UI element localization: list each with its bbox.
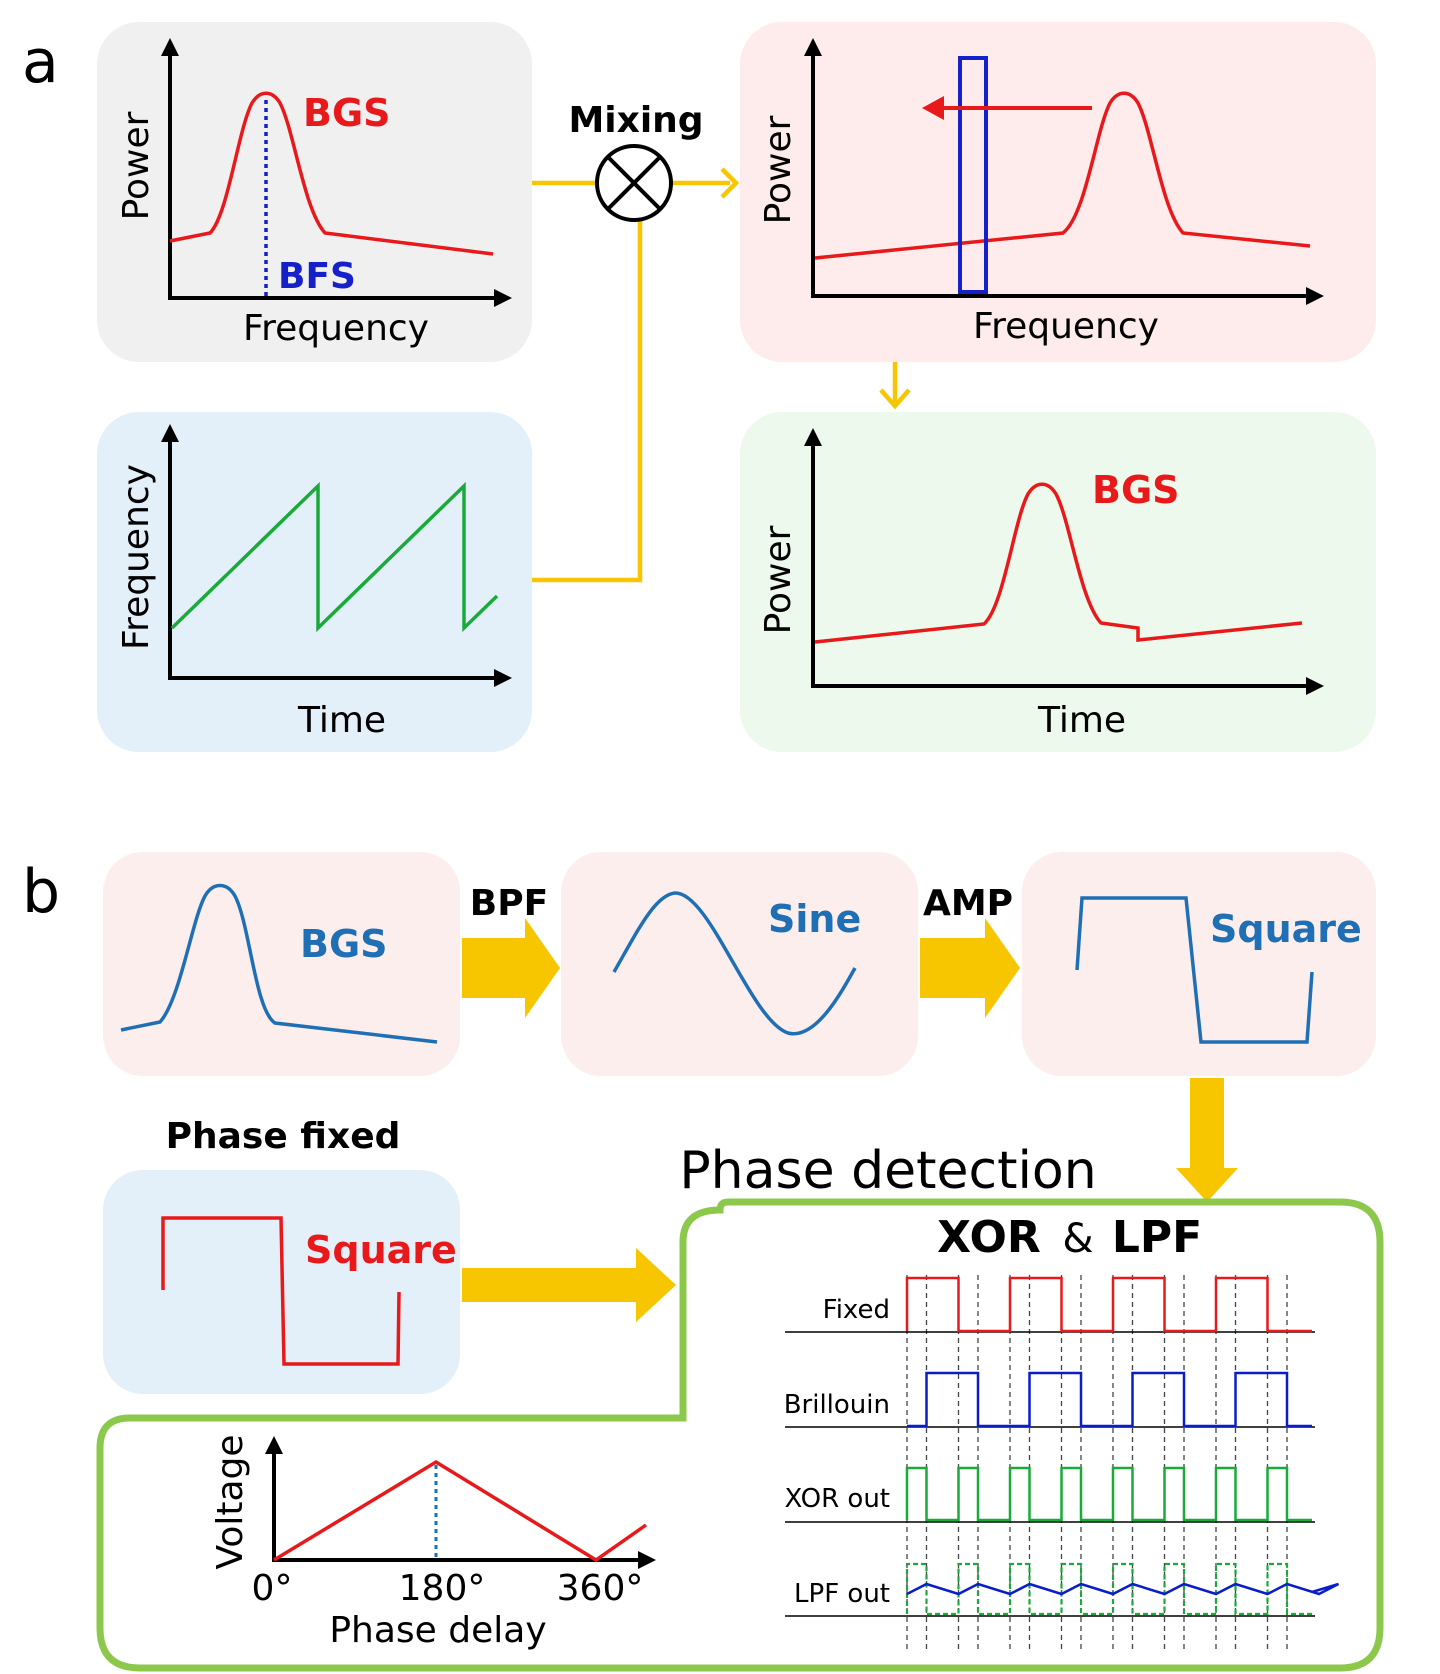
down-arrow-icon — [1176, 1078, 1238, 1202]
box-b-sine — [561, 852, 918, 1076]
y-arrowhead-icon — [161, 38, 179, 56]
brillouin-signal-trace — [907, 1371, 1312, 1428]
measured-bgs-curve — [814, 482, 1303, 644]
bpf-arrow-icon — [462, 918, 560, 1018]
x-axis-label: Time — [297, 700, 386, 741]
mixing-label: Mixing — [568, 100, 703, 141]
x-arrowhead-icon — [1306, 677, 1324, 695]
row-label-lpf-out: LPF out — [794, 1579, 890, 1609]
input-arrow-icon — [462, 1248, 676, 1322]
timing-baselines — [785, 1331, 1315, 1617]
y-arrowhead-icon — [804, 428, 822, 446]
box-a-top-left — [97, 22, 532, 362]
amp-label: AMP — [923, 883, 1013, 924]
bgs-waveform — [120, 883, 438, 1044]
box-a-bottom-left — [97, 412, 532, 752]
xor-reference-trace — [905, 1562, 1312, 1616]
x-axis-label: Time — [1037, 700, 1126, 741]
axes-a-top-left — [168, 48, 505, 300]
fixed-signal-trace — [905, 1276, 1312, 1333]
mixer-cross-line — [606, 155, 662, 211]
x-axis-label: Frequency — [973, 306, 1159, 347]
shift-arrowhead-icon — [922, 96, 944, 120]
bgs-curve — [169, 91, 494, 256]
box2-label: Sine — [768, 897, 861, 941]
y-axis-label: Power — [758, 525, 799, 634]
panel-b-letter: b — [22, 857, 60, 927]
shifted-bgs-curve — [814, 91, 1311, 260]
tick-360: 360° — [557, 1568, 644, 1609]
peak-label: BGS — [303, 91, 391, 135]
panel-a-letter: a — [22, 27, 59, 97]
y-axis-label: Frequency — [116, 464, 157, 650]
x-arrowhead-icon — [638, 1551, 656, 1569]
axes-a-top-right — [811, 48, 1316, 298]
fixed-square-waveform — [161, 1216, 401, 1366]
x-arrowhead-icon — [494, 289, 512, 307]
peak-label: BGS — [1092, 468, 1180, 512]
box-b-square — [1022, 852, 1376, 1076]
amp-arrow-icon — [920, 918, 1020, 1018]
square-waveform — [1075, 896, 1314, 1044]
bpf-label: BPF — [470, 883, 548, 924]
tick-180: 180° — [399, 1568, 486, 1609]
y-arrowhead-icon — [161, 424, 179, 442]
phase-fixed-title: Phase fixed — [166, 1116, 401, 1157]
y-arrowhead-icon — [265, 1436, 283, 1454]
y-axis-label: Power — [116, 111, 157, 220]
voltage-axes — [272, 1447, 646, 1562]
y-axis-label: Voltage — [210, 1434, 251, 1569]
xor-signal-trace — [905, 1466, 1312, 1522]
row-label-xor-out: XOR out — [784, 1484, 890, 1514]
phase-detection-frame — [96, 1198, 1384, 1672]
voltage-plot: 0° 180° 360° Phase delay Voltage — [210, 1434, 656, 1651]
phase-fixed-label: Square — [305, 1228, 457, 1272]
lpf-signal-trace — [906, 1582, 1340, 1596]
lpf-label: LPF — [1112, 1212, 1202, 1263]
timing-diagram: Fixed Brillouin XOR out LPF out — [784, 1275, 1340, 1650]
voltage-triangle-curve — [273, 1459, 648, 1563]
axes-a-bottom-right — [811, 438, 1316, 688]
box-b-bgs — [103, 852, 460, 1076]
box3-label: Square — [1210, 907, 1362, 951]
axes-a-bottom-left — [168, 434, 505, 680]
bfs-label: BFS — [278, 256, 356, 297]
ampersand-label: & — [1062, 1216, 1093, 1262]
x-axis-label: Phase delay — [329, 1610, 546, 1651]
box1-label: BGS — [300, 922, 388, 966]
phase-detection-title: Phase detection — [679, 1141, 1096, 1201]
y-axis-label: Power — [758, 115, 799, 224]
x-arrowhead-icon — [494, 669, 512, 687]
sine-waveform — [612, 891, 857, 1036]
y-arrowhead-icon — [804, 38, 822, 56]
box-a-bottom-right — [740, 412, 1376, 752]
box-a-top-right — [740, 22, 1376, 362]
tick-0: 0° — [252, 1568, 293, 1609]
x-arrowhead-icon — [1306, 287, 1324, 305]
filter-window — [958, 56, 988, 294]
row-label-brillouin: Brillouin — [784, 1390, 890, 1420]
xor-label: XOR — [937, 1212, 1041, 1263]
x-axis-label: Frequency — [243, 308, 429, 349]
row-label-fixed: Fixed — [823, 1295, 890, 1325]
sawtooth-sweep — [170, 481, 499, 633]
